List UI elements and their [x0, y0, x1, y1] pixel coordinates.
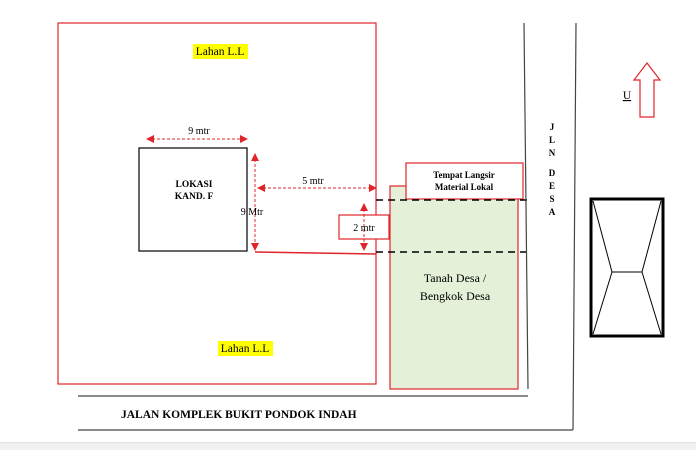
tempat-langsir-label: Tempat Langsir — [433, 170, 494, 180]
jalan-desa-right-edge — [572, 22, 577, 431]
dim-9-height-label: 9 Mtr — [241, 207, 264, 218]
page-separator — [0, 442, 696, 450]
bengkok-desa-label: Bengkok Desa — [420, 289, 491, 303]
lokasi-label: LOKASI — [176, 180, 213, 190]
tanah-desa-label: Tanah Desa / — [424, 271, 487, 285]
tempat-langsir-box — [405, 162, 524, 200]
tanah-desa-area — [389, 185, 519, 390]
lahan-boundary — [57, 22, 377, 385]
svg-text:N: N — [549, 148, 556, 158]
house-roof-icon — [589, 197, 665, 338]
lahan-top-label: Lahan L.L — [196, 46, 245, 58]
access-path-line — [254, 251, 377, 255]
north-arrow-icon — [632, 62, 662, 118]
jalan-komplek-label: JALAN KOMPLEK BUKIT PONDOK INDAH — [121, 409, 357, 421]
kandang-label: KAND. F — [175, 192, 214, 202]
material-lokal-label: Material Lokal — [435, 182, 494, 192]
lahan-bottom-label: Lahan L.L — [221, 343, 270, 355]
svg-text:J: J — [550, 122, 555, 132]
svg-text:D: D — [549, 168, 556, 178]
svg-text:L: L — [549, 135, 555, 145]
svg-text:S: S — [549, 194, 554, 204]
svg-text:E: E — [549, 181, 555, 191]
dim-2-label: 2 mtr — [353, 223, 375, 234]
lahan-top-highlight — [193, 44, 248, 59]
jalan-desa-left-edge — [523, 22, 529, 390]
jalan-desa-label: J L N D E S A — [549, 122, 556, 217]
north-label: U — [623, 90, 632, 102]
lahan-bottom-highlight — [218, 341, 273, 356]
lokasi-kandang-box — [138, 147, 248, 252]
dim-9-width-label: 9 mtr — [188, 126, 210, 137]
dim-5-label: 5 mtr — [302, 176, 324, 187]
svg-text:A: A — [549, 207, 556, 217]
